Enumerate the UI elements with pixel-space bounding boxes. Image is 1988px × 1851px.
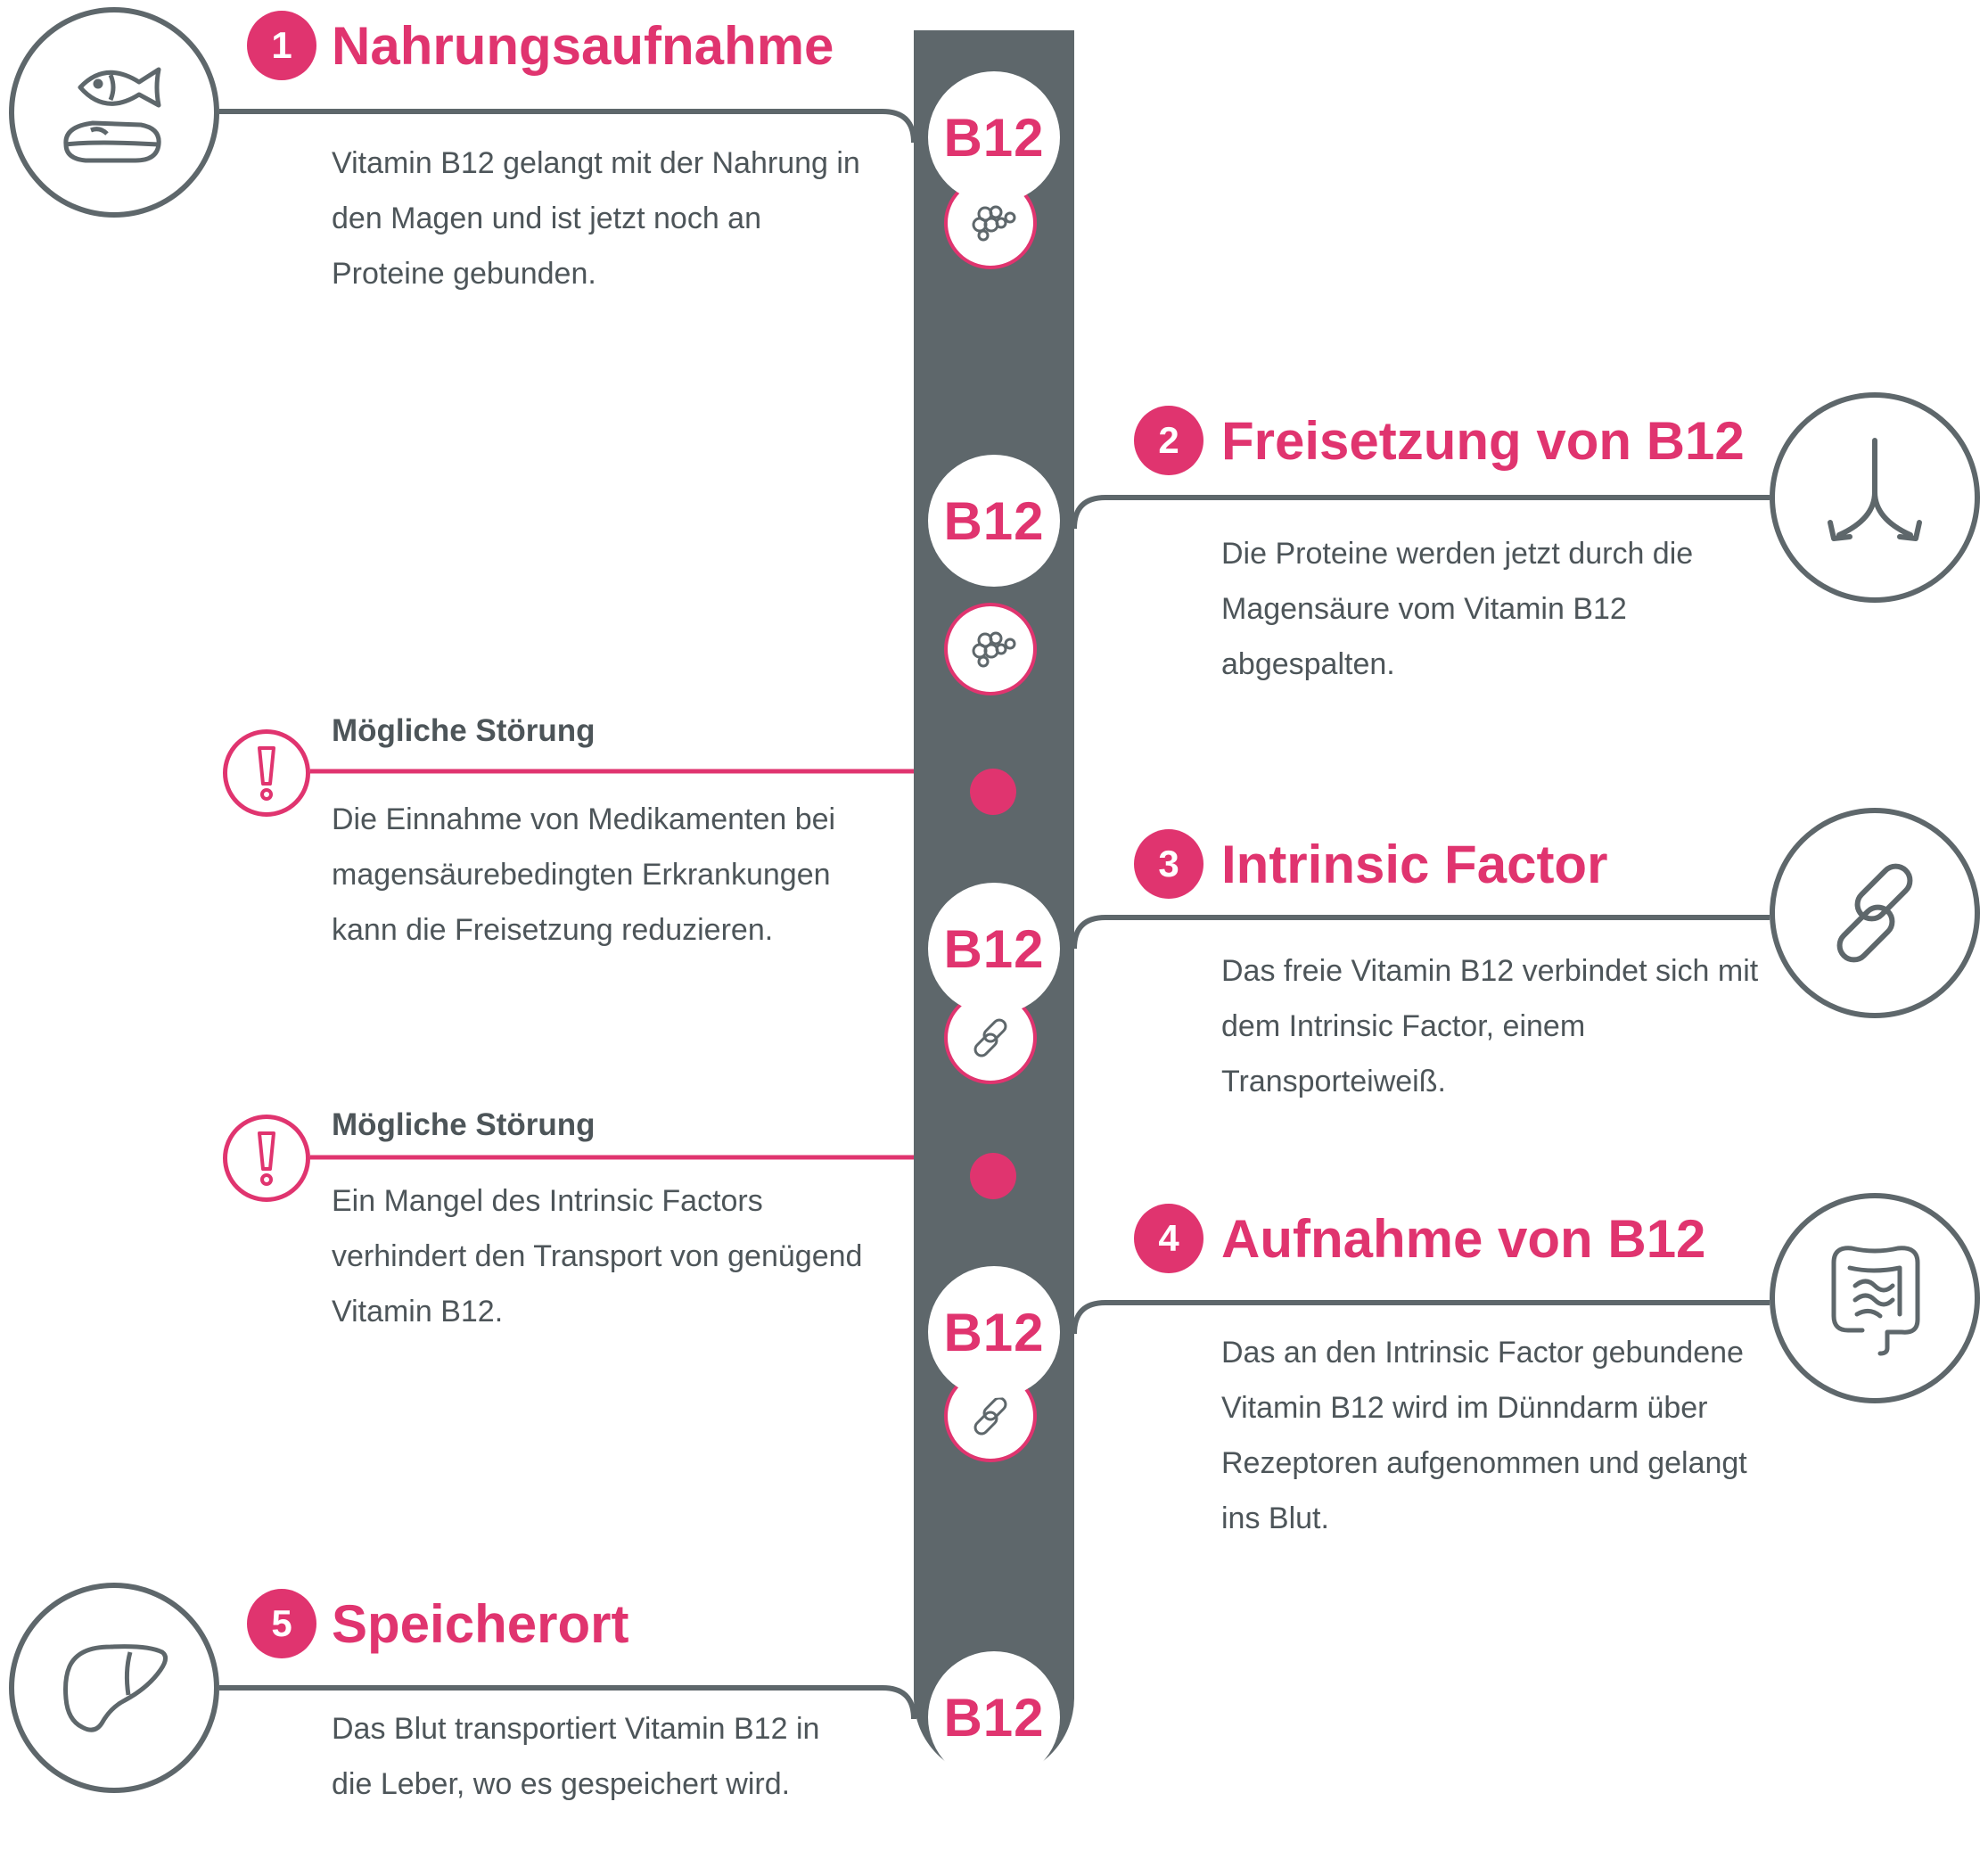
- step-1-title: Nahrungsaufnahme: [332, 16, 834, 76]
- connector-step-1: [219, 109, 916, 144]
- b12-badge-1: B12: [928, 71, 1060, 203]
- step-2-number: 2: [1134, 406, 1203, 475]
- b12-badge-3: B12: [928, 883, 1060, 1015]
- disruption-1-title: Mögliche Störung: [332, 713, 596, 748]
- step-5-number: 5: [247, 1589, 316, 1658]
- step-2-text: Die Proteine werden jetzt durch die Mage…: [1221, 537, 1694, 681]
- step-5-icon-circle: [9, 1583, 219, 1793]
- connector-step-3: [1072, 915, 1770, 950]
- b12-badge-2: B12: [928, 455, 1060, 587]
- exclamation-icon: [258, 1131, 275, 1186]
- connector-step-5: [219, 1685, 916, 1720]
- step-4-title: Aufnahme von B12: [1221, 1209, 1706, 1269]
- b12-badge-5: B12: [928, 1651, 1060, 1783]
- disruption-1-icon-circle: [223, 729, 310, 817]
- disruption-1-text: Die Einnahme von Medikamenten bei magens…: [332, 802, 836, 947]
- step-4-number: 4: [1134, 1204, 1203, 1273]
- step-3-title: Intrinsic Factor: [1221, 835, 1608, 894]
- connector-step-4: [1072, 1300, 1770, 1335]
- step-2-icon-circle: [1770, 392, 1980, 603]
- connector-disruption-1: [310, 769, 982, 783]
- disruption-2-title: Mögliche Störung: [332, 1107, 596, 1142]
- step-3-number: 3: [1134, 829, 1203, 899]
- intestine-icon: [1831, 1246, 1920, 1356]
- step-3-text: Das freie Vitamin B12 verbindet sich mit…: [1221, 954, 1759, 1098]
- disruption-2-text: Ein Mangel des Intrinsic Factors verhind…: [332, 1184, 863, 1329]
- connector-disruption-2: [310, 1155, 982, 1169]
- step-3-icon-circle: [1770, 808, 1980, 1018]
- step-1-number: 1: [247, 11, 316, 80]
- liver-icon: [63, 1644, 168, 1732]
- split-arrows-icon: [1828, 438, 1922, 541]
- step-2-title: Freisetzung von B12: [1221, 411, 1745, 471]
- protein-cluster-icon: [972, 631, 1016, 668]
- connector-step-2: [1072, 495, 1770, 530]
- mini-protein-badge-2: [944, 603, 1037, 695]
- step-5-text: Das Blut transportiert Vitamin B12 in di…: [332, 1712, 820, 1801]
- step-1-text: Vitamin B12 gelangt mit der Nahrung in d…: [332, 146, 860, 291]
- chain-link-icon: [1836, 863, 1913, 963]
- disruption-dot-1: [970, 769, 1016, 815]
- step-4-text: Das an den Intrinsic Factor gebundene Vi…: [1221, 1336, 1747, 1535]
- exclamation-icon: [258, 746, 275, 801]
- disruption-dot-2: [970, 1153, 1016, 1199]
- step-4-icon-circle: [1770, 1193, 1980, 1403]
- chain-link-icon: [973, 1396, 1007, 1436]
- fish-meat-icon: [63, 67, 161, 163]
- chain-link-icon: [973, 1018, 1007, 1057]
- protein-cluster-icon: [972, 205, 1016, 242]
- step-5-title: Speicherort: [332, 1594, 629, 1654]
- disruption-2-icon-circle: [223, 1115, 310, 1202]
- step-1-icon-circle: [9, 7, 219, 218]
- b12-badge-4: B12: [928, 1266, 1060, 1398]
